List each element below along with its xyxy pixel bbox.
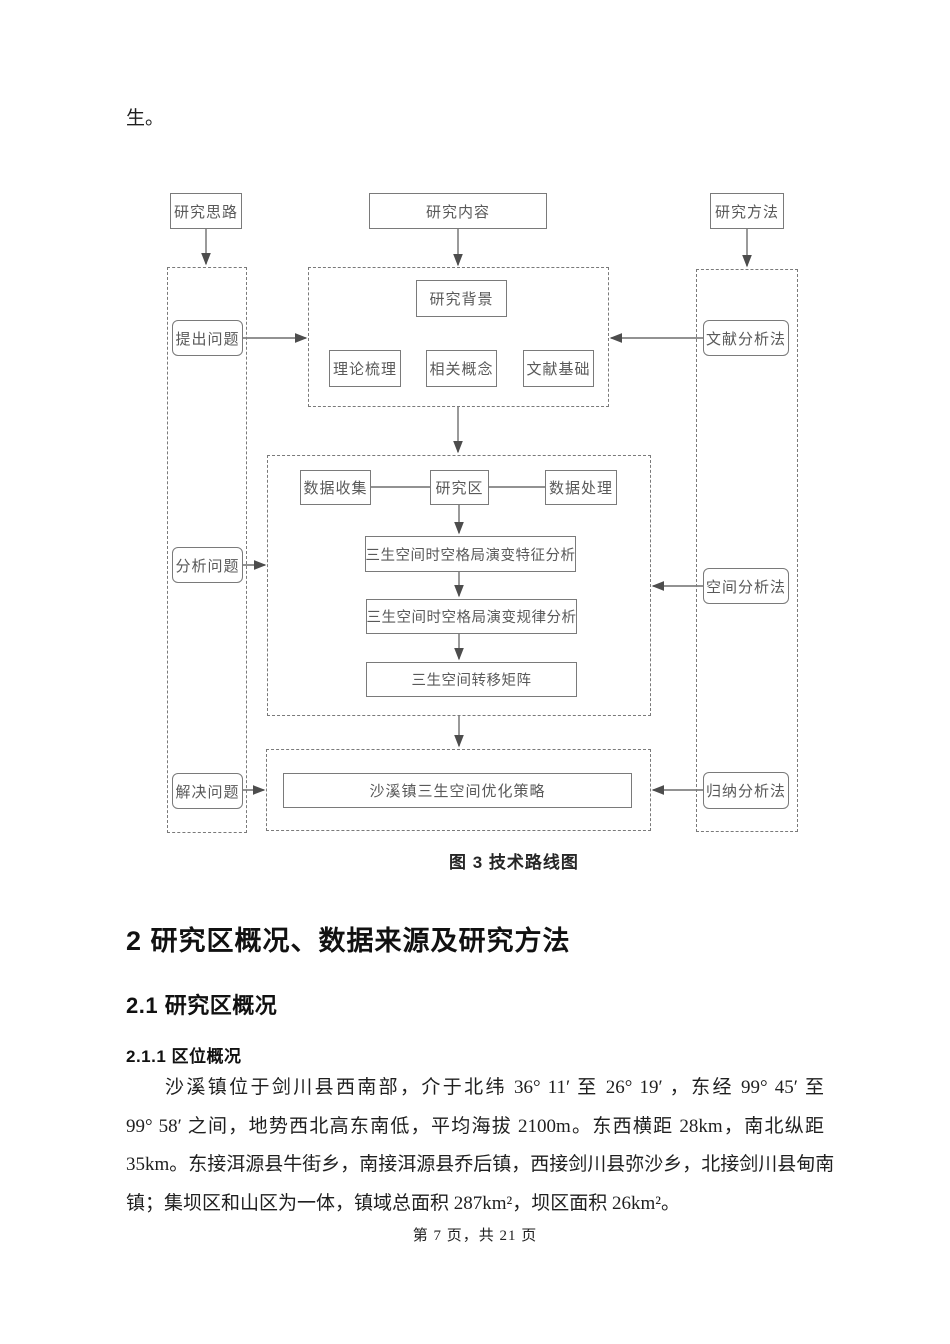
stage2-group bbox=[267, 455, 651, 716]
node-transfer-matrix: 三生空间转移矩阵 bbox=[366, 662, 577, 697]
node-theory-review: 理论梳理 bbox=[329, 350, 401, 387]
stage3-group bbox=[266, 749, 651, 831]
node-data-processing: 数据处理 bbox=[545, 470, 617, 505]
node-literature-analysis-method: 文献分析法 bbox=[703, 320, 789, 356]
node-research-method: 研究方法 bbox=[710, 193, 784, 229]
flowchart-connector-lines bbox=[201, 229, 752, 795]
node-research-background: 研究背景 bbox=[416, 280, 507, 317]
paragraph-line: 35km。东接洱源县牛街乡，南接洱源县乔后镇，西接剑川县弥沙乡，北接剑川县甸南 bbox=[126, 1154, 835, 1175]
heading-chapter-2: 2 研究区概况、数据来源及研究方法 bbox=[126, 926, 571, 956]
paragraph-continuation: 生。 bbox=[126, 108, 165, 129]
paragraph-line: 镇；集坝区和山区为一体，镇域总面积 287km²，坝区面积 26km²。 bbox=[126, 1192, 680, 1214]
location-overview-paragraph: 沙溪镇位于剑川县西南部，介于北纬 36° 11′ 至 26° 19′ ，东经 9… bbox=[126, 1069, 835, 1223]
node-spatial-analysis-method: 空间分析法 bbox=[703, 568, 789, 604]
node-optimization-strategy: 沙溪镇三生空间优化策略 bbox=[283, 773, 632, 808]
paragraph-line: 沙溪镇位于剑川县西南部，介于北纬 36° 11′ 至 26° 19′ ，东经 9… bbox=[165, 1077, 824, 1098]
node-analyze-question: 分析问题 bbox=[172, 547, 243, 583]
stage1-group bbox=[308, 267, 609, 407]
node-raise-question: 提出问题 bbox=[172, 320, 243, 356]
node-research-content: 研究内容 bbox=[369, 193, 547, 229]
heading-2-1-1: 2.1.1 区位概况 bbox=[126, 1047, 242, 1066]
node-research-approach: 研究思路 bbox=[170, 193, 242, 229]
node-solve-question: 解决问题 bbox=[172, 773, 243, 809]
node-literature-basis: 文献基础 bbox=[523, 350, 594, 387]
node-evolution-characteristic-analysis: 三生空间时空格局演变特征分析 bbox=[365, 536, 576, 572]
node-evolution-law-analysis: 三生空间时空格局演变规律分析 bbox=[366, 599, 577, 634]
page-number-footer: 第 7 页，共 21 页 bbox=[412, 1228, 538, 1244]
figure-caption: 图 3 技术路线图 bbox=[449, 853, 579, 872]
node-related-concepts: 相关概念 bbox=[426, 350, 497, 387]
left-phase-column bbox=[167, 267, 247, 833]
node-data-collection: 数据收集 bbox=[300, 470, 371, 505]
paragraph-line: 99° 58′ 之间，地势西北高东南低，平均海拔 2100m。东西横距 28km… bbox=[126, 1115, 824, 1137]
heading-2-1: 2.1 研究区概况 bbox=[126, 993, 278, 1018]
node-study-area: 研究区 bbox=[430, 470, 489, 505]
node-inductive-analysis-method: 归纳分析法 bbox=[703, 772, 789, 809]
right-method-column bbox=[696, 269, 798, 832]
